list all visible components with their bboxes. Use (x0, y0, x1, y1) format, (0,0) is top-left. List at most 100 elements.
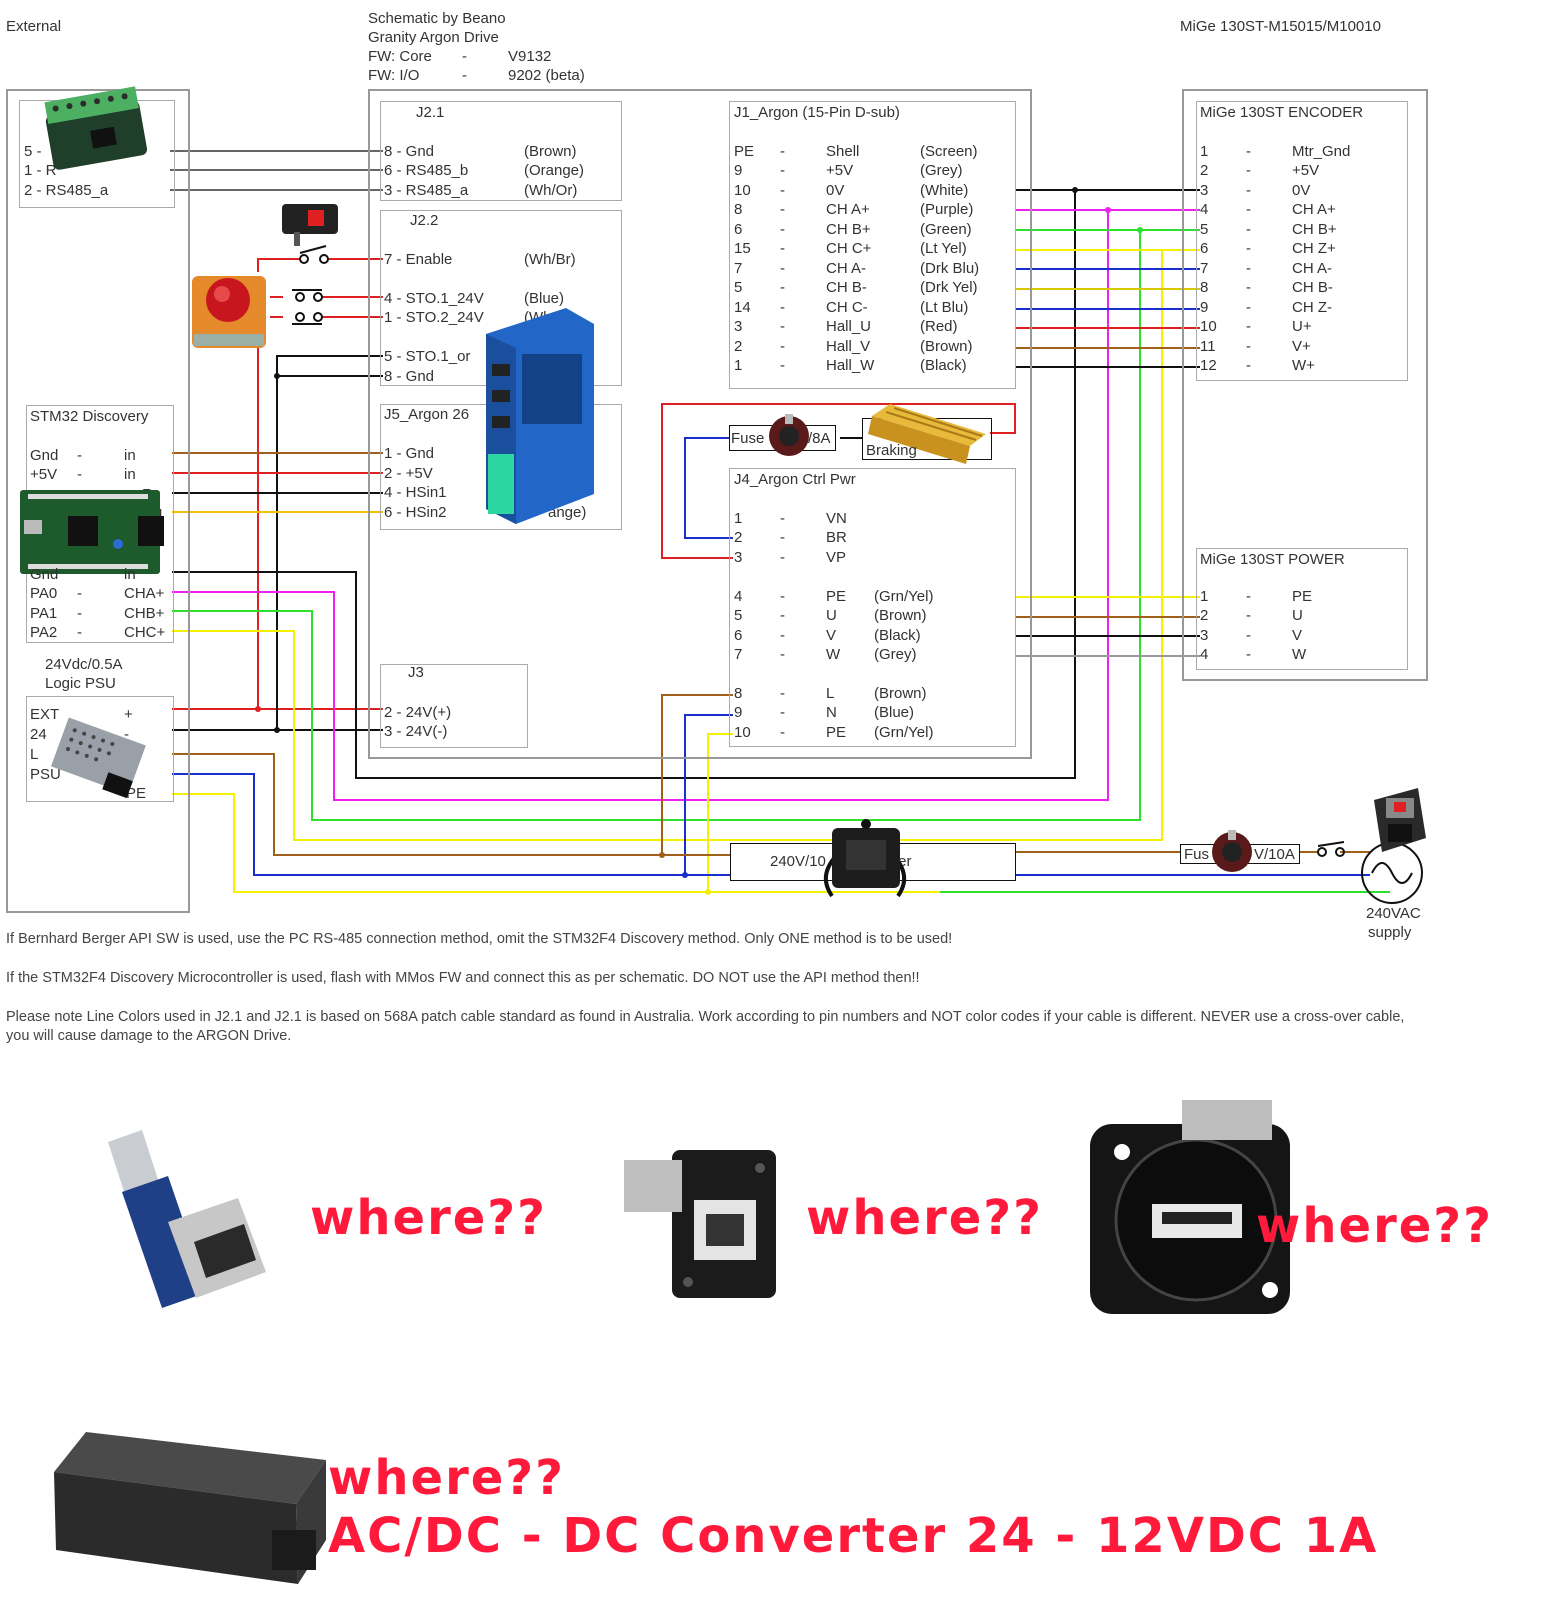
stm32-board-photo (18, 486, 168, 578)
j5-pin: 2 - +5V (384, 465, 433, 482)
power-pin: 2 (1200, 607, 1209, 624)
encoder-dash: - (1246, 357, 1251, 374)
stm32-dash: - (77, 466, 82, 483)
j5-pin: 1 - Gnd (384, 445, 435, 462)
j1-color: (Brown) (920, 338, 973, 355)
j4-pin: 1 (734, 510, 743, 527)
encoder-name: W+ (1292, 357, 1315, 374)
stm32-dash: - (77, 447, 82, 464)
encoder-dash: - (1246, 279, 1251, 296)
j22-title: J2.2 (410, 212, 439, 229)
j1-dash: - (780, 318, 785, 335)
j1-title: J1_Argon (15-Pin D-sub) (734, 104, 900, 121)
encoder-dash: - (1246, 143, 1251, 160)
j1-name: +5V (826, 162, 854, 179)
stm32-dir: in (124, 566, 136, 583)
j1-dash: - (780, 162, 785, 179)
encoder-dash: - (1246, 338, 1251, 355)
api-row-1: 5 - (24, 143, 42, 160)
api-row-2: 1 - R (24, 162, 57, 179)
iec-inlet-photo (1368, 786, 1430, 860)
stm32-pin: Gnd (30, 566, 59, 583)
j21-color: (Wh/Or) (524, 182, 578, 199)
j1-dash: - (780, 357, 785, 374)
encoder-pin: 2 (1200, 162, 1209, 179)
encoder-pin: 12 (1200, 357, 1217, 374)
j4-pin: 3 (734, 549, 743, 566)
encoder-pin: 11 (1200, 338, 1216, 355)
where-label-2: where?? (806, 1190, 1043, 1246)
power-name: V (1292, 627, 1303, 644)
j1-pin: 6 (734, 221, 743, 238)
j1-color: (Drk Yel) (920, 279, 978, 296)
psu-row: 24 (30, 726, 47, 743)
fw-io-label: FW: I/O (368, 67, 420, 84)
braking-label: Braking (866, 442, 917, 459)
main-fuse-label: Fus (1184, 846, 1210, 863)
encoder-dash: - (1246, 318, 1251, 335)
j1-name: CH C+ (826, 240, 872, 257)
encoder-pin: 3 (1200, 182, 1209, 199)
j1-name: Hall_U (826, 318, 872, 335)
psu-title-2: Logic PSU (45, 675, 116, 692)
power-pin: 3 (1200, 627, 1209, 644)
stm32-dir: CHB+ (124, 605, 165, 622)
j1-dash: - (780, 279, 785, 296)
encoder-pin: 8 (1200, 279, 1209, 296)
j4-pin: 7 (734, 646, 743, 663)
encoder-title: MiGe 130ST ENCODER (1200, 104, 1364, 121)
j4-color: (Grn/Yel) (874, 588, 934, 605)
dc-converter-photo (50, 1420, 328, 1590)
encoder-dash: - (1246, 240, 1251, 257)
power-name: U (1292, 607, 1303, 624)
j4-pin: 6 (734, 627, 743, 644)
fw-io-value: 9202 (beta) (508, 67, 585, 84)
j4-pin: 9 (734, 704, 743, 721)
encoder-dash: - (1246, 260, 1251, 277)
j1-color: (Screen) (920, 143, 978, 160)
j1-pin: 15 (734, 240, 751, 257)
external-panel (6, 89, 190, 913)
j4-title: J4_Argon Ctrl Pwr (734, 471, 856, 488)
psu-pe: PE (126, 785, 147, 802)
argon-drive-photo (476, 304, 600, 528)
j4-color: (Black) (874, 627, 921, 644)
note-line-colors: Please note Line Colors used in J2.1 and… (6, 1009, 1405, 1044)
stm32-dir: CHA+ (124, 585, 165, 602)
supply-label-1: 240VAC (1366, 905, 1421, 922)
encoder-dash: - (1246, 182, 1251, 199)
stm32-dash: - (77, 585, 82, 602)
j4-dash: - (780, 627, 785, 644)
j1-name: CH A+ (826, 201, 870, 218)
j1-color: (Black) (920, 357, 967, 374)
j1-pin: 3 (734, 318, 743, 335)
where-label-4: where?? (328, 1450, 565, 1506)
j1-name: CH C- (826, 299, 868, 316)
stm32-dir: in (124, 447, 136, 464)
j1-pin: PE (734, 143, 755, 160)
j1-pin: 9 (734, 162, 743, 179)
encoder-name: CH Z- (1292, 299, 1332, 316)
j21-pin: 3 - RS485_a (384, 182, 469, 199)
j21-block (380, 101, 622, 201)
power-block (1196, 548, 1408, 670)
stm32-dash: - (77, 605, 82, 622)
encoder-name: CH A+ (1292, 201, 1336, 218)
encoder-pin: 1 (1200, 143, 1209, 160)
j4-pin: 10 (734, 724, 751, 741)
stm32-dir: in (124, 466, 136, 483)
j4-name: VP (826, 549, 847, 566)
j4-name: PE (826, 724, 847, 741)
j4-color: (Brown) (874, 607, 927, 624)
j3-block (380, 664, 528, 748)
external-label: External (6, 18, 62, 35)
j4-name: V (826, 627, 837, 644)
j1-name: 0V (826, 182, 845, 199)
note-api-method: If Bernhard Berger API SW is used, use t… (6, 931, 953, 947)
j1-pin: 7 (734, 260, 743, 277)
j1-name: Hall_V (826, 338, 871, 355)
j1-dash: - (780, 260, 785, 277)
fw-core-dash: - (462, 48, 467, 65)
j1-dash: - (780, 240, 785, 257)
